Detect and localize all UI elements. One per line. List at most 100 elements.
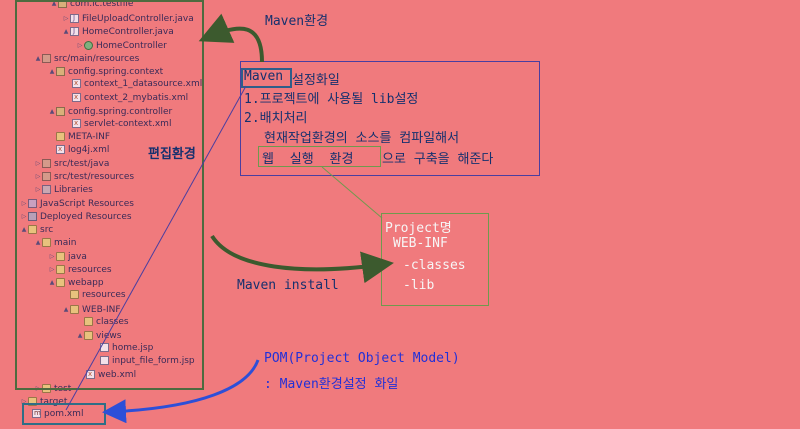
collapse-icon[interactable]: ▲ [49,279,55,286]
tree-node-label: resources [82,290,126,300]
maven-to-pom-line [65,85,247,411]
package-icon [56,67,65,76]
expand-icon[interactable]: ▷ [21,200,27,207]
tree-node-label: Libraries [54,185,93,195]
source-folder-icon [42,54,51,63]
tree-node[interactable]: classes [76,316,129,329]
file-icon [100,356,109,365]
expand-icon[interactable]: ▷ [77,42,83,49]
tree-node[interactable]: ▲ com.ic.testfile [50,0,133,10]
maven-word: Maven [244,69,284,84]
tree-node[interactable]: log4j.xml [48,143,109,157]
source-folder-icon [42,159,51,168]
collapse-icon[interactable]: ▲ [35,239,41,246]
tree-node[interactable]: pom.xml [24,407,84,421]
web-env-to-project-line [321,166,383,219]
folder-icon [56,265,65,274]
tree-node[interactable]: ▷HomeController [76,39,167,52]
tree-node[interactable]: ▷ Deployed Resources [20,210,132,223]
pom-desc-label: : Maven환경설정 화일 [264,377,399,392]
xml-file-icon [72,77,81,90]
expand-icon[interactable]: ▷ [35,160,41,167]
pom-arrow [102,359,260,424]
tree-node-label: config.spring.controller [68,107,173,117]
tree-node[interactable]: ▲ webapp [48,276,104,289]
tree-node-label: config.spring.context [68,67,164,77]
tree-node[interactable]: context_1_datasource.xml [64,77,202,91]
package-icon [56,107,65,116]
maven-env-arrow [198,13,264,63]
folder-icon [84,331,93,340]
collapse-icon[interactable]: ▲ [49,68,55,75]
tree-node[interactable]: ▷java [48,250,87,263]
project-explorer-tree: ▲ com.ic.testfile ▷FileUploadController.j… [0,0,230,429]
tree-node[interactable]: resources [62,289,126,302]
tree-node[interactable]: ▷ src/test/java [34,157,109,170]
tree-node[interactable]: ▲HomeController.java [62,25,174,38]
expand-icon[interactable]: ▷ [35,186,41,193]
collapse-icon[interactable]: ▲ [63,306,69,313]
tree-node-label: input_file_form.jsp [112,356,195,366]
expand-icon[interactable]: ▷ [63,15,69,22]
tree-node-label: home.jsp [112,343,154,353]
edit-env-label: 편집환경 [148,147,196,162]
tree-node[interactable]: ▷resources [48,263,112,276]
tree-node-label: src/test/java [54,159,110,169]
tree-node[interactable]: ▷ Libraries [34,183,93,196]
web-env-text: 웹 실행 환경 [262,152,354,167]
folder-icon [84,317,93,326]
project-lib-label: -lib [403,278,435,293]
library-icon [42,185,51,194]
maven-info-box [240,61,540,176]
folder-icon [42,238,51,247]
tree-node[interactable]: ▲main [34,236,77,249]
tree-node[interactable]: servlet-context.xml [64,117,172,131]
tree-node-label: META-INF [68,132,111,142]
tree-node-label: src/main/resources [54,54,140,64]
tree-node[interactable]: ▲views [76,329,121,342]
tree-node[interactable]: ▲ config.spring.controller [48,105,172,118]
pom-title-label: POM(Project Object Model) [264,351,460,366]
tree-node[interactable]: context_2_mybatis.xml [64,91,189,105]
collapse-icon[interactable]: ▲ [51,0,57,7]
tree-node[interactable]: ▲ src/main/resources [34,52,139,65]
deployed-icon [28,212,37,221]
expand-icon[interactable]: ▷ [21,398,27,405]
tree-node-label: servlet-context.xml [84,119,172,129]
expand-icon[interactable]: ▷ [21,213,27,220]
tree-node-label: pom.xml [44,409,84,419]
collapse-icon[interactable]: ▲ [63,28,69,35]
collapse-icon[interactable]: ▲ [49,108,55,115]
maven-install-arrow [210,234,394,284]
project-name-label: Project명 [385,221,452,236]
tree-node-label: Deployed Resources [40,212,132,222]
collapse-icon[interactable]: ▲ [21,226,27,233]
tree-node[interactable]: web.xml [78,368,136,382]
tree-node[interactable]: ▲WEB-INF [62,303,121,316]
expand-icon[interactable]: ▷ [49,266,55,273]
tree-node[interactable]: ▷src/test/resources [34,170,134,183]
expand-icon[interactable]: ▷ [35,173,41,180]
package-icon [58,0,67,8]
tree-node-label: com.ic.testfile [70,0,134,9]
folder-icon [28,225,37,234]
tree-node[interactable]: ▷target [20,395,67,408]
javascript-icon [28,199,37,208]
expand-icon[interactable]: ▷ [49,253,55,260]
collapse-icon[interactable]: ▲ [77,332,83,339]
tree-node[interactable]: META-INF [48,131,110,144]
tree-node[interactable]: ▷FileUploadController.java [62,12,194,25]
folder-icon [70,305,79,314]
collapse-icon[interactable]: ▲ [35,55,41,62]
folder-icon [56,278,65,287]
tree-node[interactable]: ▲ config.spring.context [48,65,163,78]
java-file-icon [70,12,79,25]
tree-node-label: webapp [68,278,104,288]
tree-node[interactable]: input_file_form.jsp [92,355,195,368]
info-line-1: 1.프로젝트에 사용될 lib설정 [244,92,419,107]
tree-node[interactable]: ▷JavaScript Resources [20,197,134,210]
tree-node-label: context_2_mybatis.xml [84,93,189,103]
tree-node[interactable]: ▲src [20,223,53,236]
xml-file-icon [86,368,95,381]
